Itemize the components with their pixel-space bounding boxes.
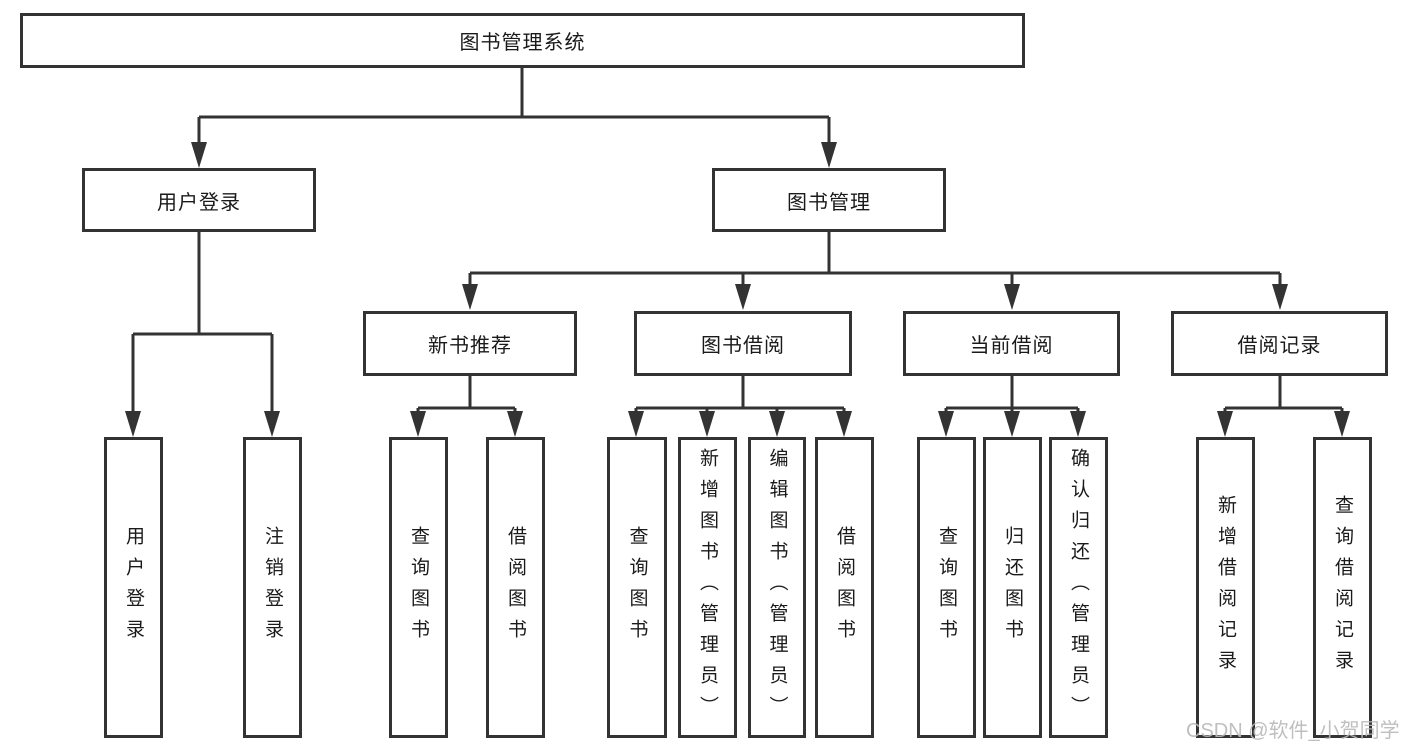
node-label: 图书管理系统 [459, 32, 586, 54]
node-label: 用户登录 [123, 525, 144, 650]
node-new-book-recommend: 新书推荐 [363, 311, 577, 376]
node-label: 查询借阅记录 [1332, 494, 1353, 681]
node-label: 借阅图书 [834, 525, 855, 650]
leaf-borrow-add-books-admin: 新增图书（管理员） [678, 437, 737, 738]
node-current-borrow: 当前借阅 [903, 311, 1120, 376]
node-label: 当前借阅 [969, 335, 1054, 357]
node-label: 查询图书 [408, 525, 429, 650]
node-label: 新增借阅记录 [1215, 494, 1236, 681]
node-label: 借阅记录 [1237, 335, 1322, 357]
node-label: 编辑图书（管理员） [766, 448, 788, 727]
arrowheads [125, 142, 1350, 437]
node-book-borrow: 图书借阅 [634, 311, 852, 376]
node-label: 图书借阅 [701, 335, 785, 357]
leaf-records-query-borrow-record: 查询借阅记录 [1313, 437, 1372, 738]
leaf-newbook-query-books: 查询图书 [389, 437, 448, 738]
leaf-newbook-borrow-books: 借阅图书 [486, 437, 545, 738]
leaf-logout-login: 注销登录 [243, 437, 302, 738]
node-label: 注销登录 [262, 525, 283, 650]
node-label: 确认归还（管理员） [1068, 448, 1089, 727]
leaf-borrow-query-books: 查询图书 [607, 437, 667, 738]
node-user-login: 用户登录 [82, 168, 316, 232]
csdn-watermark: CSDN @软件_小贺同学 [1186, 720, 1400, 742]
node-label: 借阅图书 [505, 525, 526, 650]
leaf-current-return-books: 归还图书 [983, 437, 1042, 738]
node-label: 归还图书 [1002, 525, 1023, 650]
node-book-management: 图书管理 [712, 168, 946, 232]
node-label: 新增图书（管理员） [697, 448, 718, 727]
node-label: 新书推荐 [428, 335, 512, 357]
node-label: 查询图书 [936, 525, 957, 650]
node-root-library-system: 图书管理系统 [20, 13, 1025, 68]
node-label: 用户登录 [157, 191, 241, 214]
leaf-user-login: 用户登录 [104, 437, 163, 738]
node-borrow-records: 借阅记录 [1171, 311, 1388, 376]
leaf-current-query-books: 查询图书 [917, 437, 976, 738]
node-label: 图书管理 [787, 191, 871, 214]
leaf-borrow-borrow-books: 借阅图书 [815, 437, 874, 738]
leaf-records-add-borrow-record: 新增借阅记录 [1196, 437, 1255, 738]
leaf-borrow-edit-books-admin: 编辑图书（管理员） [748, 437, 806, 738]
node-label: 查询图书 [626, 525, 648, 650]
leaf-current-confirm-return-admin: 确认归还（管理员） [1049, 437, 1108, 738]
